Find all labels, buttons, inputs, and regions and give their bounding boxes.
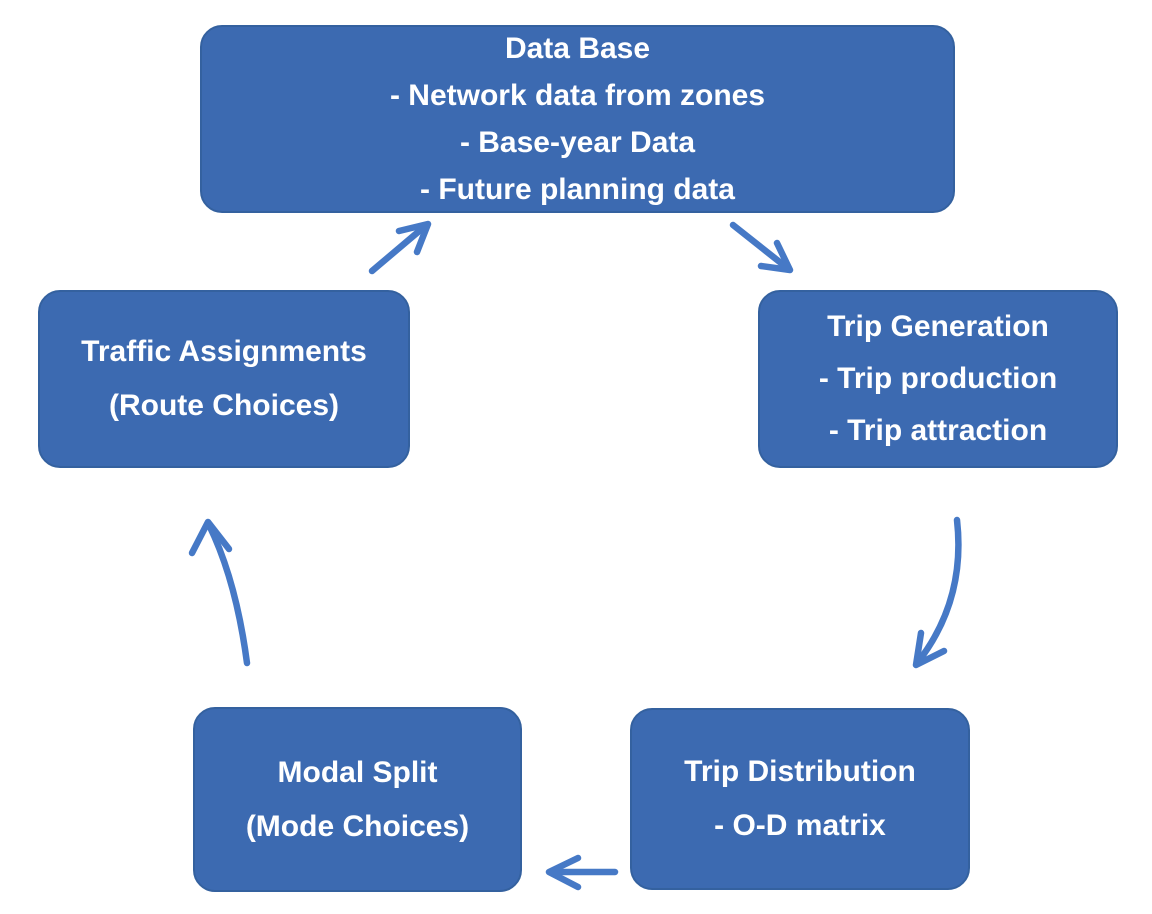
node-traffic-assignments: Traffic Assignments (Route Choices) bbox=[38, 290, 410, 468]
node-title: Trip Generation bbox=[827, 310, 1049, 343]
node-item: - O-D matrix bbox=[714, 809, 886, 842]
node-title: Modal Split bbox=[277, 755, 438, 789]
node-trip-distribution: Trip Distribution - O-D matrix bbox=[630, 708, 970, 890]
node-title: Trip Distribution bbox=[684, 755, 916, 788]
arrow-data-base-to-trip-generation bbox=[729, 221, 794, 274]
arrow-modal-split-to-traffic-assignments bbox=[188, 518, 251, 667]
arrow-trip-distribution-to-modal-split bbox=[545, 854, 619, 891]
arrow-trip-generation-to-trip-distribution bbox=[912, 516, 962, 669]
node-item: - Future planning data bbox=[420, 173, 735, 206]
node-subtitle: (Mode Choices) bbox=[245, 809, 470, 843]
node-data-base: Data Base - Network data from zones - Ba… bbox=[200, 25, 955, 213]
node-item: - Trip production bbox=[818, 362, 1058, 395]
node-trip-generation: Trip Generation - Trip production - Trip… bbox=[758, 290, 1118, 468]
node-title: Traffic Assignments bbox=[81, 335, 367, 368]
node-modal-split: Modal Split (Mode Choices) bbox=[193, 707, 522, 892]
node-item: - Base-year Data bbox=[459, 126, 696, 159]
node-subtitle: (Route Choices) bbox=[108, 389, 339, 422]
arrow-traffic-assignments-to-data-base bbox=[368, 220, 432, 275]
node-title: Data Base bbox=[504, 32, 651, 65]
node-item: - Trip attraction bbox=[828, 414, 1048, 447]
node-item: - Network data from zones bbox=[389, 79, 766, 112]
